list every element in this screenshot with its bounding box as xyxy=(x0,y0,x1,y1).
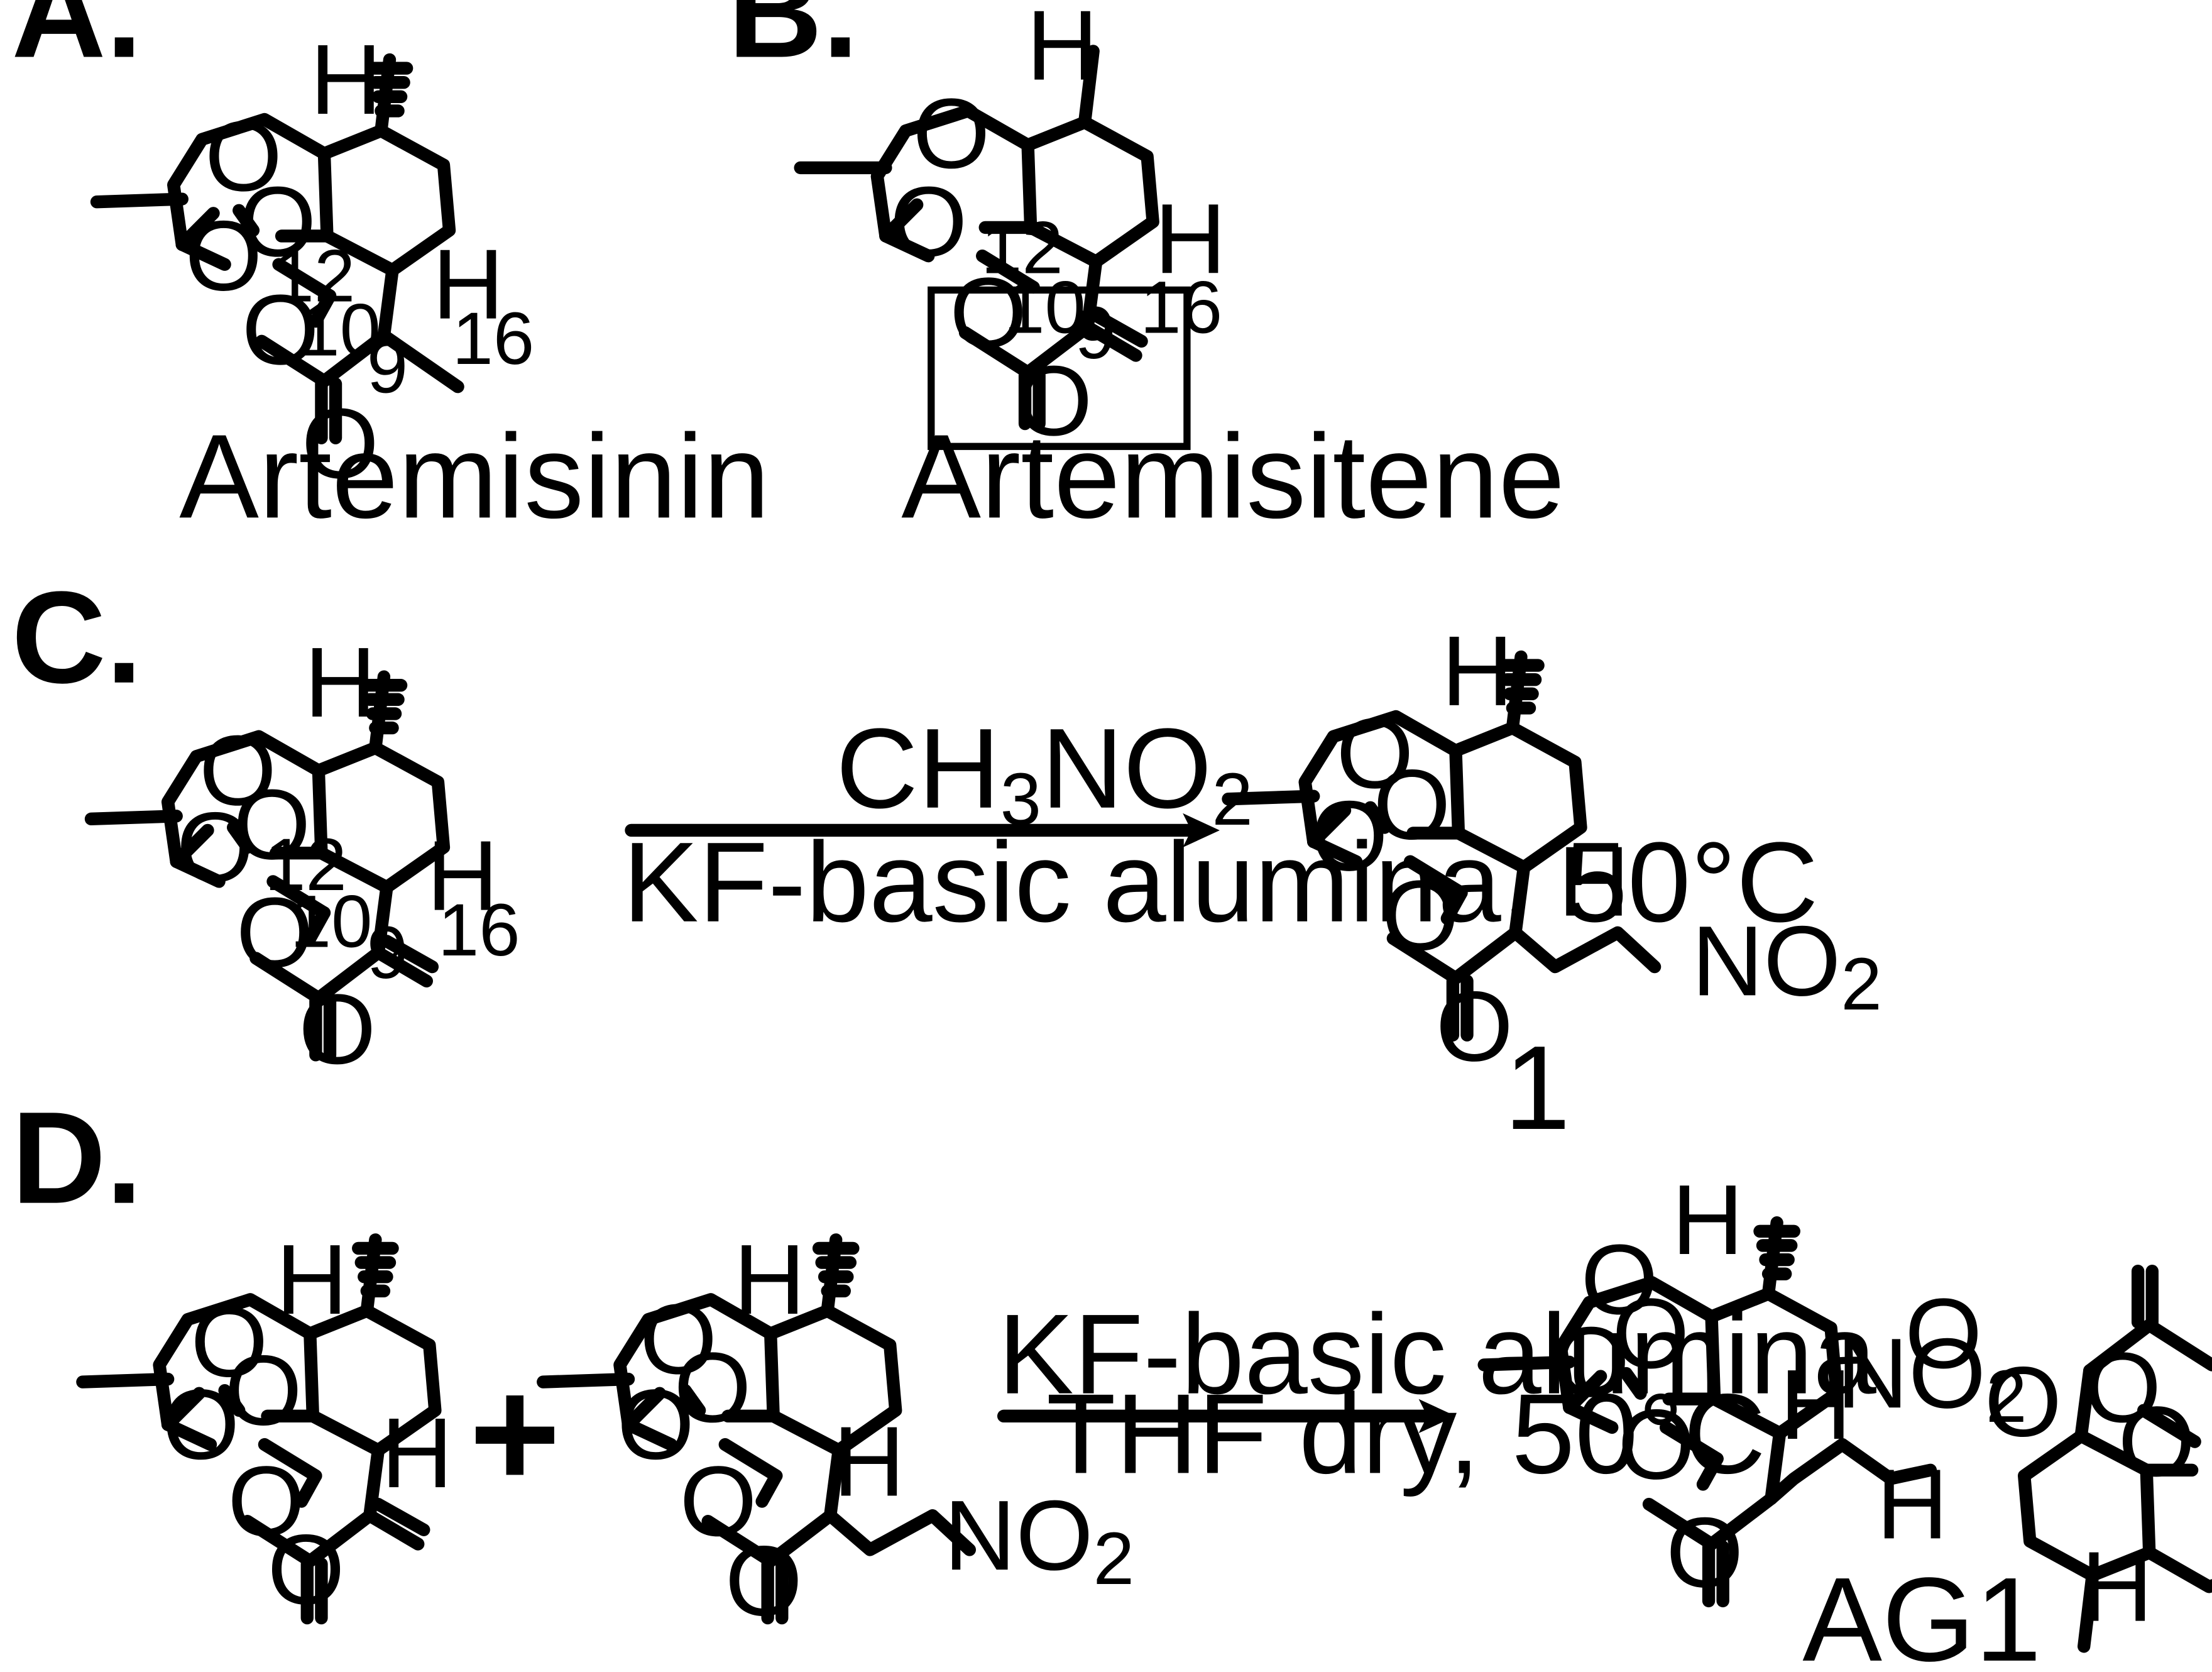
atom-h-d2: H xyxy=(381,1397,452,1509)
atom-o-d7: O xyxy=(674,1332,751,1443)
caption-artemisinin: Artemisinin xyxy=(179,410,770,543)
atom-o-d4: O xyxy=(227,1446,305,1557)
locant-9-c: 9 xyxy=(367,911,408,994)
atom-o-d10: O xyxy=(725,1526,802,1637)
panel-label-a: A. xyxy=(11,0,142,85)
atom-o-ag6: O xyxy=(1905,1278,1982,1389)
atom-o-d3: O xyxy=(162,1369,239,1480)
product-1-structure: H O O O O O H NO2 xyxy=(1229,615,1882,1082)
atom-h-c1: H xyxy=(304,627,376,738)
atom-o-d8: O xyxy=(617,1369,694,1480)
plus-sign: + xyxy=(469,1346,561,1521)
artemisinin-structure: H O O O O O H 12 10 9 16 xyxy=(97,24,534,499)
atom-h-c2: H xyxy=(427,820,498,932)
locant-16-b: 16 xyxy=(1140,266,1222,348)
atom-no2-d1: NO2 xyxy=(944,1480,1134,1600)
atom-o-a1: O xyxy=(205,101,282,212)
atom-o-a4: O xyxy=(242,274,319,385)
locant-16-a: 16 xyxy=(452,297,535,380)
atom-o-d9: O xyxy=(679,1446,757,1557)
atom-h-b1: H xyxy=(1026,0,1098,101)
atom-h-p1: H xyxy=(1442,615,1513,727)
reagent-c: CH3NO2 xyxy=(836,705,1253,840)
atom-o-ag9: O xyxy=(2118,1386,2195,1497)
panel-label-d: D. xyxy=(11,1086,142,1231)
atom-o-c3: O xyxy=(177,791,254,903)
atom-o-c2: O xyxy=(233,769,310,880)
ag1-dimer-structure: H O O O O O H NO2 O O O O H H xyxy=(1484,1164,2212,1653)
conditions-c: KF-basic alumina, 50°C xyxy=(623,819,1819,946)
atom-o-p5: O xyxy=(1436,971,1513,1082)
atom-o-ag4: O xyxy=(1618,1389,1695,1500)
locant-9-b: 9 xyxy=(1075,292,1115,374)
atom-no2-ag: NO2 xyxy=(1837,1317,2027,1438)
atom-o-ag1: O xyxy=(1580,1224,1658,1335)
atom-o-p1: O xyxy=(1336,698,1413,809)
locant-10-a: 10 xyxy=(298,289,381,371)
atom-o-p3: O xyxy=(1311,780,1388,891)
reaction-arrow-d xyxy=(997,1399,1456,1433)
atom-o-d1: O xyxy=(190,1287,268,1398)
locant-12-b: 12 xyxy=(981,206,1063,289)
atom-o-c1: O xyxy=(199,715,276,826)
atom-o-d2: O xyxy=(225,1334,302,1446)
atom-h-a1: H xyxy=(310,24,381,135)
product-ag1: AG1 xyxy=(1802,1553,2041,1672)
atom-no2-p: NO2 xyxy=(1692,905,1882,1025)
artemisitene-structure: H O O O O H 12 10 9 16 xyxy=(794,0,1226,456)
atom-o-ag8: O xyxy=(2084,1332,2161,1443)
locant-9-a: 9 xyxy=(367,326,408,408)
atom-o-a3: O xyxy=(185,200,262,311)
locant-10-b: 10 xyxy=(1004,266,1086,348)
atom-h-p2: H xyxy=(1558,826,1629,937)
atom-h-d4: H xyxy=(833,1406,905,1517)
atom-h-d3: H xyxy=(733,1224,805,1335)
product-1-reactant-d: H O O O O O H NO2 xyxy=(543,1224,1134,1637)
atom-h-ag1: H xyxy=(1672,1164,1743,1275)
locant-12-c: 12 xyxy=(265,823,347,906)
locant-16-c: 16 xyxy=(438,889,520,971)
highlight-box xyxy=(928,286,1191,450)
atom-h-d1: H xyxy=(276,1224,348,1335)
caption-artemisitene: Artemisitene xyxy=(901,410,1565,543)
atom-h-a2: H xyxy=(432,229,504,340)
product-number-1: 1 xyxy=(1504,1021,1570,1155)
atom-o-b1: O xyxy=(912,78,990,189)
atom-o-d6: O xyxy=(640,1284,717,1395)
atom-o-b2: O xyxy=(890,166,967,277)
atom-o-ag5: O xyxy=(1666,1497,1743,1608)
atom-o-a2: O xyxy=(239,166,316,277)
atom-o-c4: O xyxy=(236,877,314,988)
atom-h-ag3: H xyxy=(1876,1448,1948,1559)
atom-h-b2: H xyxy=(1154,183,1226,294)
atom-o-ag3: O xyxy=(1552,1306,1629,1417)
artemisitene-reactant-c: H O O O O O H 12 10 9 16 xyxy=(91,627,520,1085)
atom-h-ag2: H xyxy=(1780,1349,1851,1460)
atom-o-c5: O xyxy=(298,974,376,1085)
atom-h-ag4: H xyxy=(2081,1531,2153,1642)
locant-12-a: 12 xyxy=(273,235,356,317)
atom-o-b4: O xyxy=(1015,345,1092,456)
atom-o-ag2: O xyxy=(1612,1278,1689,1389)
atom-o-p2: O xyxy=(1373,749,1450,861)
artemisitene-reactant-d: H O O O O O H xyxy=(82,1224,453,1625)
atom-o-p4: O xyxy=(1382,860,1459,971)
locant-10-c: 10 xyxy=(290,880,373,962)
atom-o-d5: O xyxy=(267,1514,344,1625)
atom-o-b3: O xyxy=(950,257,1027,368)
atom-o-ag7: O xyxy=(1985,1346,2062,1458)
reaction-arrow-c xyxy=(625,813,1220,848)
panel-label-c: C. xyxy=(11,565,142,711)
atom-o-a5: O xyxy=(302,388,379,499)
panel-label-b: B. xyxy=(728,0,858,85)
